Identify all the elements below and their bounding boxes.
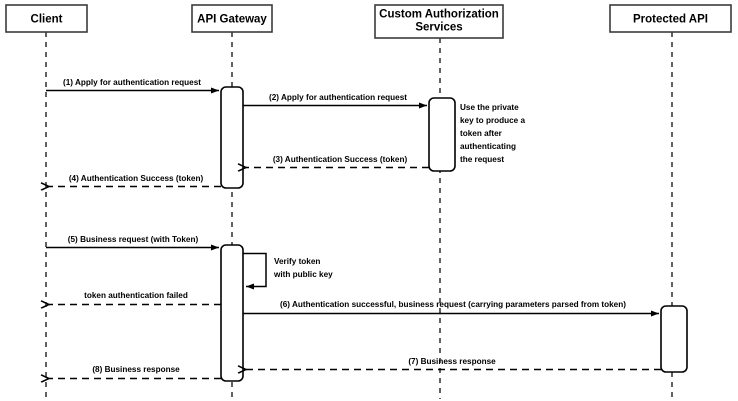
activation-custom-auth [428,97,456,172]
private-key-note-line-4: authenticating [460,142,516,151]
message-2-label: (2) Apply for authentication request [269,93,407,102]
participant-client-box [5,4,88,33]
participant-api-gateway-label: API Gateway [197,14,267,26]
message-6[interactable]: (6) Authentication successful, business … [243,300,659,317]
participant-custom-auth[interactable]: Custom Authorization Services [374,4,504,39]
participant-protected-api[interactable]: Protected API [609,4,732,33]
participant-api-gateway[interactable]: API Gateway [191,4,273,33]
private-key-note-line-1: Use the private [460,103,519,112]
participant-client[interactable]: Client [5,4,88,33]
message-self-verify-token-label-line1: Verify token [274,257,320,266]
message-2[interactable]: (2) Apply for authentication request [243,93,427,109]
private-key-note-line-2: key to produce a [460,116,526,125]
message-self-verify-token-label-line2: with public key [273,270,333,279]
message-5[interactable]: (5) Business request (with Token) [46,235,219,251]
message-6-label: (6) Authentication successful, business … [280,300,626,309]
message-7-label: (7) Business response [408,357,496,366]
participant-client-label: Client [31,14,63,26]
message-token-auth-failed-label: token authentication failed [84,291,188,300]
activation-api-gateway-phase1 [220,86,244,189]
participant-custom-auth-label-line1: Custom Authorization [379,9,499,21]
private-key-note-line-3: token after [460,129,503,138]
participant-custom-auth-box [374,4,504,39]
message-4[interactable]: (4) Authentication Success (token) [49,174,221,187]
message-4-label: (4) Authentication Success (token) [69,174,204,183]
private-key-note: Use the private key to produce a token a… [460,103,526,164]
participant-custom-auth-label-line2: Services [415,22,462,34]
message-token-auth-failed[interactable]: token authentication failed [49,291,221,305]
message-8[interactable]: (8) Business response [49,365,221,379]
message-8-label: (8) Business response [92,365,180,374]
activation-protected-api [660,305,688,373]
message-7[interactable]: (7) Business response [246,357,661,370]
message-self-verify-token[interactable]: Verify token with public key [243,252,333,290]
message-self-verify-token-line [243,252,267,290]
message-5-label: (5) Business request (with Token) [68,235,199,244]
participant-protected-api-label: Protected API [633,14,708,26]
participant-protected-api-box [609,4,732,33]
message-1-label: (1) Apply for authentication request [63,78,201,87]
message-3-label: (3) Authentication Success (token) [273,155,408,164]
participant-api-gateway-box [191,4,273,33]
activation-api-gateway-phase2 [220,244,244,382]
private-key-note-line-5: the request [460,155,504,164]
message-3[interactable]: (3) Authentication Success (token) [246,155,429,168]
message-1[interactable]: (1) Apply for authentication request [46,78,219,94]
